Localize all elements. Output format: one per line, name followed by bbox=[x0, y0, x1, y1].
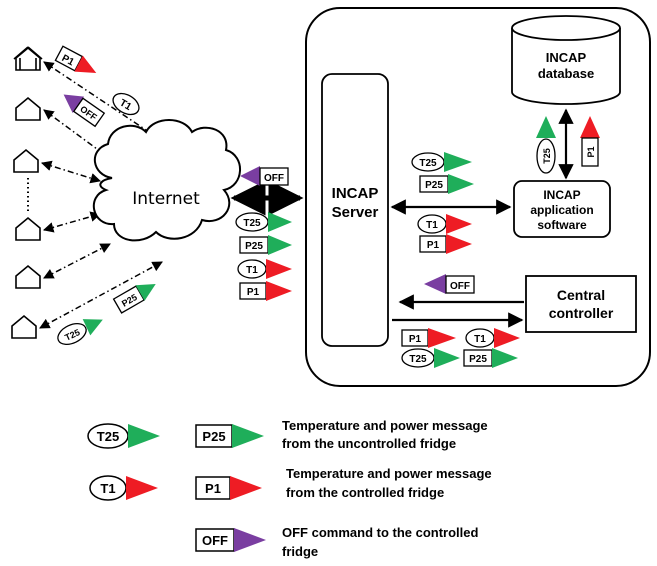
svg-text:T25: T25 bbox=[419, 158, 437, 169]
incap-application-software: INCAP application software bbox=[513, 180, 611, 238]
message-off-left: OFF bbox=[63, 94, 106, 128]
svg-text:T1: T1 bbox=[117, 98, 133, 114]
svg-text:controller: controller bbox=[549, 305, 614, 321]
svg-text:INCAP: INCAP bbox=[332, 185, 379, 202]
incap-database: INCAP database bbox=[511, 15, 621, 105]
svg-text:T25: T25 bbox=[243, 218, 261, 229]
svg-text:T25: T25 bbox=[409, 354, 427, 365]
svg-text:INCAP: INCAP bbox=[546, 50, 587, 65]
internet-cloud: Internet bbox=[92, 119, 241, 242]
house-icon bbox=[11, 314, 37, 339]
legend-item-uncontrolled: T25 P25 Temperature and power message fr… bbox=[87, 418, 488, 451]
central-controller: Central controller bbox=[525, 275, 637, 333]
svg-text:T1: T1 bbox=[426, 220, 438, 231]
svg-text:OFF: OFF bbox=[450, 281, 470, 292]
svg-text:P1: P1 bbox=[60, 53, 76, 69]
legend-off-line2: fridge bbox=[282, 544, 318, 559]
svg-text:application: application bbox=[530, 203, 593, 217]
message-p25-rect-left: P25 bbox=[112, 284, 156, 314]
message-stack-internet: T25 P25 T1 P1 bbox=[235, 212, 292, 301]
svg-text:P1: P1 bbox=[586, 146, 596, 157]
svg-text:OFF: OFF bbox=[202, 533, 228, 548]
svg-text:T25: T25 bbox=[97, 429, 119, 444]
svg-text:P25: P25 bbox=[425, 180, 443, 191]
message-off-internet: OFF bbox=[240, 166, 289, 186]
legend-controlled-line1: Temperature and power message bbox=[286, 466, 492, 481]
svg-text:OFF: OFF bbox=[264, 173, 284, 184]
svg-text:P1: P1 bbox=[247, 287, 260, 298]
house-icon bbox=[15, 264, 41, 289]
svg-text:T1: T1 bbox=[100, 481, 115, 496]
legend: T25 P25 Temperature and power message fr… bbox=[87, 418, 492, 559]
house-icon bbox=[15, 216, 41, 241]
svg-text:P1: P1 bbox=[205, 481, 221, 496]
svg-text:INCAP: INCAP bbox=[543, 188, 580, 202]
legend-item-controlled: T1 P1 Temperature and power message from… bbox=[89, 466, 492, 501]
legend-off-line1: OFF command to the controlled bbox=[282, 525, 479, 540]
internet-label: Internet bbox=[132, 189, 200, 209]
message-p1-rect: P1 bbox=[54, 45, 97, 74]
svg-text:P1: P1 bbox=[427, 240, 440, 251]
message-stack-server-app-bottom: T1 P1 bbox=[417, 214, 472, 254]
legend-uncontrolled-line1: Temperature and power message bbox=[282, 418, 488, 433]
message-t25-ellipse-left: T25 bbox=[57, 319, 103, 345]
svg-text:P25: P25 bbox=[202, 429, 225, 444]
svg-text:database: database bbox=[538, 66, 594, 81]
svg-text:P25: P25 bbox=[245, 241, 263, 252]
svg-text:P1: P1 bbox=[409, 334, 422, 345]
svg-text:T25: T25 bbox=[542, 148, 552, 164]
svg-text:P25: P25 bbox=[469, 354, 487, 365]
message-p1-vertical: P1 bbox=[580, 116, 600, 167]
message-stack-server-app-top: T25 P25 bbox=[411, 152, 474, 194]
message-stack-server-controller: P1 T1 T25 P25 bbox=[401, 328, 520, 368]
houses bbox=[11, 46, 43, 339]
legend-uncontrolled-line2: from the uncontrolled fridge bbox=[282, 436, 456, 451]
message-t25-vertical: T25 bbox=[536, 116, 556, 174]
house-icon bbox=[13, 148, 39, 173]
legend-item-off: OFF OFF command to the controlled fridge bbox=[195, 525, 479, 559]
svg-text:Central: Central bbox=[557, 287, 605, 303]
message-off-controller: OFF bbox=[424, 274, 475, 294]
message-t1-ellipse: T1 bbox=[112, 92, 140, 116]
legend-controlled-line2: from the controlled fridge bbox=[286, 485, 444, 500]
svg-text:software: software bbox=[537, 218, 587, 232]
svg-text:T1: T1 bbox=[246, 265, 258, 276]
svg-text:T1: T1 bbox=[474, 334, 486, 345]
house-icon bbox=[13, 46, 43, 71]
svg-text:Server: Server bbox=[332, 204, 379, 221]
incap-server: INCAP Server bbox=[321, 73, 389, 347]
house-icon bbox=[15, 96, 41, 121]
